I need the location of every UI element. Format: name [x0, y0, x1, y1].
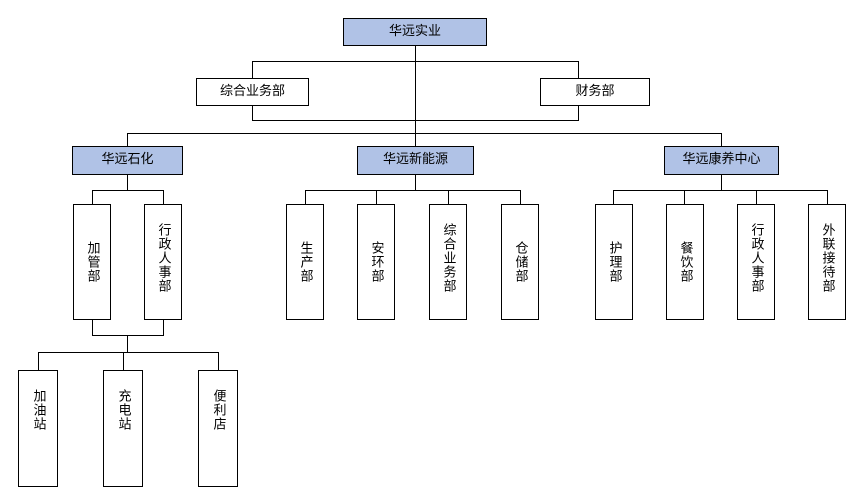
node-dept-canyinbu[interactable]: 餐饮部 — [666, 204, 704, 320]
connector-div2-bus — [305, 190, 521, 191]
connector-leaf1-drop — [38, 352, 39, 370]
connector-div2-child3-drop — [448, 190, 449, 204]
connector-div3-child1-drop — [613, 190, 614, 204]
node-division-huayuan-xinnengyuan[interactable]: 华远新能源 — [357, 146, 474, 175]
connector-div3-child3-drop — [756, 190, 757, 204]
node-label: 仓储部 — [512, 241, 528, 283]
node-division-huayuan-kangyang-zhongxin[interactable]: 华远康养中心 — [664, 146, 779, 175]
node-dept-shengchanbu[interactable]: 生产部 — [286, 204, 324, 320]
connector-div2-child2-drop — [376, 190, 377, 204]
connector-div2-child4-drop — [520, 190, 521, 204]
node-division-huayuan-shihua[interactable]: 华远石化 — [72, 146, 183, 175]
connector-div3-stem — [721, 175, 722, 191]
connector-division2-drop — [415, 133, 416, 146]
node-staff-caiwu[interactable]: 财务部 — [540, 78, 650, 106]
connector-div1-stem — [127, 175, 128, 191]
connector-div2-stem — [415, 175, 416, 191]
node-dept-cangchubu[interactable]: 仓储部 — [501, 204, 539, 320]
connector-xingzheng-riser — [163, 320, 164, 335]
node-label: 加管部 — [84, 241, 100, 283]
node-label: 加油站 — [30, 389, 46, 431]
node-leaf-chongdianzhan[interactable]: 充电站 — [103, 370, 143, 487]
node-label: 华远石化 — [101, 152, 154, 168]
connector-staff-right-riser — [578, 106, 579, 121]
node-dept-jiaguanbu[interactable]: 加管部 — [73, 204, 111, 320]
node-label: 护理部 — [606, 241, 622, 283]
node-label: 财务部 — [575, 83, 615, 99]
connector-staff-left-drop — [252, 61, 253, 78]
node-label: 安环部 — [368, 241, 384, 283]
node-dept-xingzheng-renshi-bu-shihua[interactable]: 行政人事部 — [144, 204, 182, 320]
node-leaf-jiayouzhan[interactable]: 加油站 — [18, 370, 58, 487]
connector-div1-bus — [92, 190, 164, 191]
connector-leaf3-drop — [218, 352, 219, 370]
node-label: 综合业务部 — [440, 223, 456, 293]
node-label: 行政人事部 — [155, 223, 171, 293]
node-label: 行政人事部 — [748, 223, 764, 293]
connector-staff-left-riser — [252, 106, 253, 121]
connector-staff-right-drop — [578, 61, 579, 78]
connector-div1-child2-drop — [163, 190, 164, 204]
node-label: 充电站 — [115, 389, 131, 431]
connector-division3-drop — [721, 133, 722, 146]
node-label: 综合业务部 — [219, 83, 285, 99]
node-leaf-bianlidian[interactable]: 便利店 — [198, 370, 238, 487]
node-label: 便利店 — [210, 389, 226, 431]
connector-division-bus — [127, 133, 721, 134]
connector-div1-child1-drop — [92, 190, 93, 204]
connector-leaf-bus — [38, 352, 218, 353]
connector-div2-child1-drop — [305, 190, 306, 204]
node-label: 华远实业 — [388, 23, 441, 39]
connector-jiaguan-riser — [92, 320, 93, 335]
connector-leaf2-drop — [123, 352, 124, 370]
node-dept-zonghe-yewu-bu-xinnengyuan[interactable]: 综合业务部 — [429, 204, 467, 320]
connector-div3-bus — [613, 190, 827, 191]
connector-div3-child4-drop — [827, 190, 828, 204]
node-label: 华远康养中心 — [682, 152, 761, 168]
node-dept-hulibu[interactable]: 护理部 — [595, 204, 633, 320]
connector-division1-drop — [127, 133, 128, 146]
connector-leaf-spine — [127, 335, 128, 353]
node-root-huayuan-shiye[interactable]: 华远实业 — [343, 18, 487, 46]
node-dept-wailian-jiedai-bu[interactable]: 外联接待部 — [808, 204, 846, 320]
node-label: 华远新能源 — [382, 152, 448, 168]
node-label: 餐饮部 — [677, 241, 693, 283]
connector-div3-child2-drop — [684, 190, 685, 204]
connector-center-spine — [415, 61, 416, 134]
node-staff-zonghe-yewu[interactable]: 综合业务部 — [196, 78, 309, 106]
node-dept-xingzheng-renshi-bu-kangyang[interactable]: 行政人事部 — [737, 204, 775, 320]
node-label: 外联接待部 — [819, 223, 835, 293]
node-label: 生产部 — [297, 241, 313, 283]
node-dept-anhuanbu[interactable]: 安环部 — [357, 204, 395, 320]
connector-root-stem — [415, 46, 416, 62]
connector-div1-rejoin-bus — [92, 335, 164, 336]
